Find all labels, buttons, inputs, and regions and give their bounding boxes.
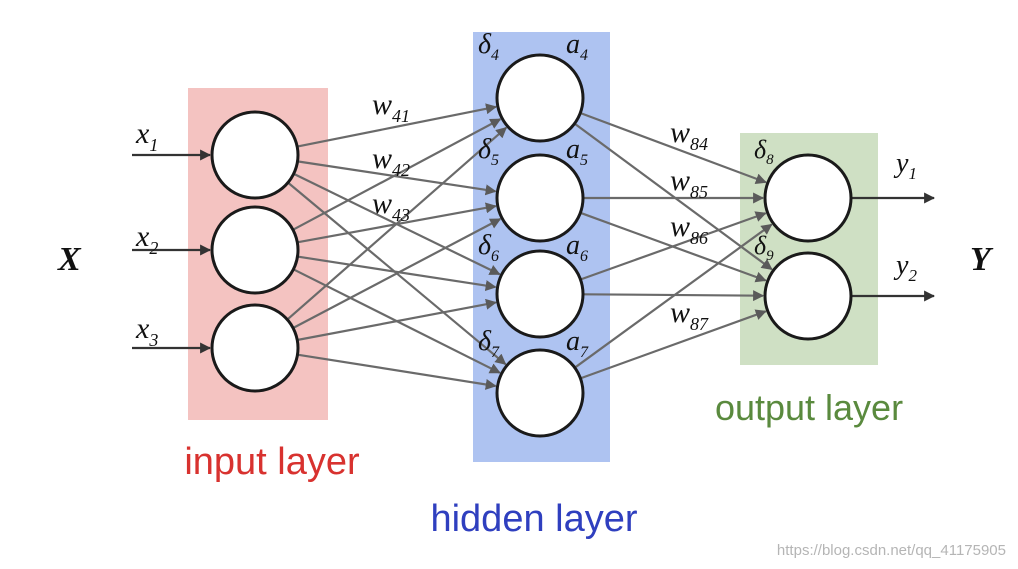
hidden-node-7 xyxy=(495,348,585,438)
edge-h4-o1 xyxy=(579,111,767,184)
hidden-node-5 xyxy=(495,153,585,243)
output-node-1 xyxy=(763,153,853,243)
activation-label-a4: a4 xyxy=(566,29,588,64)
watermark-url: https://blog.csdn.net/qq_41175905 xyxy=(777,542,1006,559)
input-to-hidden-connections xyxy=(286,103,508,390)
delta-label-9: δ9 xyxy=(754,231,774,264)
hidden-to-output-connections xyxy=(573,111,773,380)
hidden-node-labels: δ4 a4 δ5 a5 δ6 a6 δ7 a7 xyxy=(478,29,589,361)
activation-label-a7: a7 xyxy=(566,326,589,361)
output-node-labels: δ8 δ9 y1 y2 xyxy=(754,135,917,285)
input-variable-labels: x1 x2 x3 xyxy=(135,117,158,350)
weight-label-w84: w84 xyxy=(670,116,708,154)
weight-label-w42: w42 xyxy=(372,142,410,180)
input-layer-label: input layer xyxy=(184,441,360,483)
weight-label-w41: w41 xyxy=(372,88,410,126)
delta-label-7: δ7 xyxy=(478,326,500,361)
delta-label-5: δ5 xyxy=(478,134,499,169)
edge-x2-h4 xyxy=(292,118,502,231)
input-label-x1: x1 xyxy=(135,117,158,155)
output-layer-label: output layer xyxy=(715,387,903,428)
delta-label-6: δ6 xyxy=(478,230,499,265)
delta-label-8: δ8 xyxy=(754,135,774,168)
edge-h7-o1 xyxy=(574,223,773,369)
edge-x3-h4 xyxy=(286,126,508,321)
input-node-1 xyxy=(210,110,300,200)
activation-label-a5: a5 xyxy=(566,134,588,169)
delta-label-4: δ4 xyxy=(478,29,499,64)
input-node-3 xyxy=(210,303,300,393)
weight-label-w85: w85 xyxy=(670,164,708,202)
weight-label-w43: w43 xyxy=(372,187,410,225)
hidden-node-6 xyxy=(495,249,585,339)
edge-h6-o1 xyxy=(580,211,767,281)
input-label-x3: x3 xyxy=(135,312,158,350)
edge-x3-h6 xyxy=(296,298,497,342)
edge-h7-o2 xyxy=(580,309,767,380)
edge-x2-h6 xyxy=(297,255,497,292)
edge-h4-o2 xyxy=(573,122,773,271)
input-vector-symbol: X xyxy=(57,241,82,278)
output-vector-symbol: Y xyxy=(970,241,994,278)
activation-label-a6: a6 xyxy=(566,230,588,265)
input-node-2 xyxy=(210,205,300,295)
edge-x1-h5 xyxy=(297,160,497,196)
edge-x3-h7 xyxy=(297,353,497,390)
input-label-x2: x2 xyxy=(135,220,158,258)
edge-x1-h4 xyxy=(296,103,497,148)
hidden-node-4 xyxy=(495,53,585,143)
output-label-y1: y1 xyxy=(893,148,917,183)
weight-label-w86: w86 xyxy=(670,210,708,248)
weight-label-w87: w87 xyxy=(670,296,709,334)
weight-labels: w41 w42 w43 w84 w85 w86 w87 xyxy=(372,88,709,334)
neuron-nodes xyxy=(210,53,853,438)
edge-x3-h5 xyxy=(292,218,502,329)
output-node-2 xyxy=(763,251,853,341)
hidden-layer-label: hidden layer xyxy=(430,498,637,540)
output-label-y2: y2 xyxy=(893,250,917,285)
io-arrows xyxy=(132,149,936,354)
